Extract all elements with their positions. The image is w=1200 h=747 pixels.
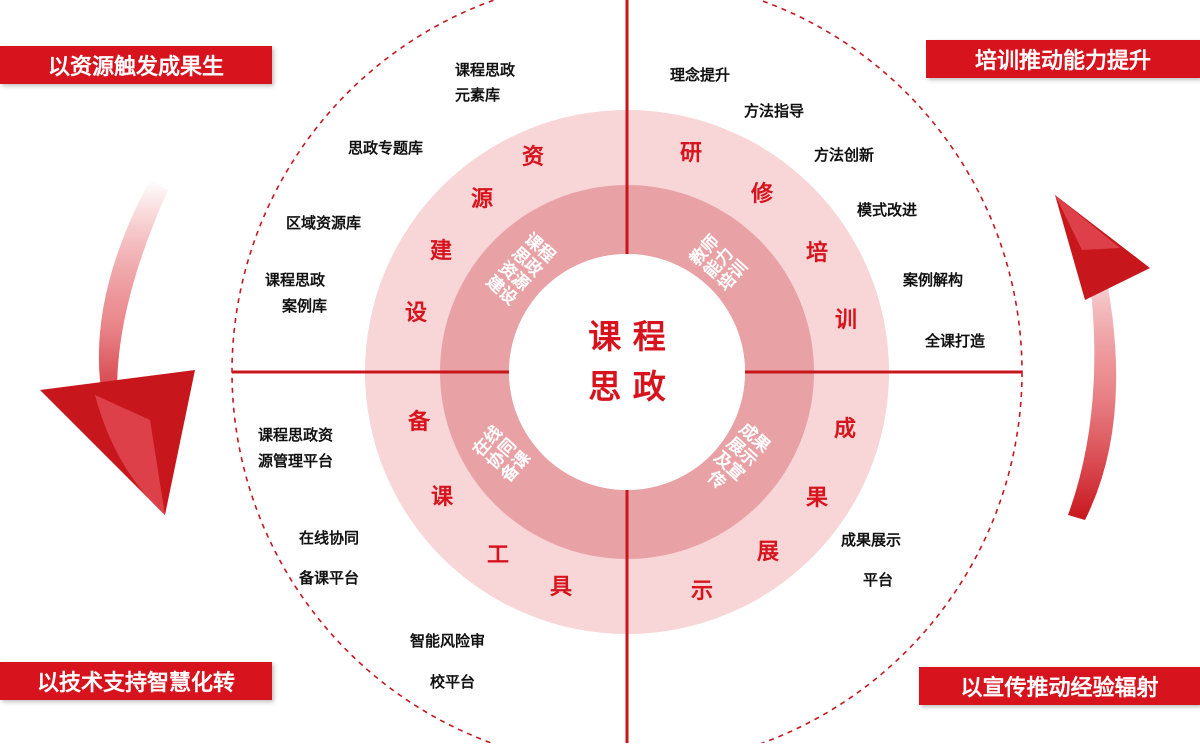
ring-char: 展 — [757, 540, 779, 565]
resource-item: 课程思政 — [455, 61, 516, 79]
curved-arrow-up-icon — [1055, 195, 1150, 520]
resource-item: 案例库 — [281, 297, 327, 315]
training-item: 模式改进 — [857, 201, 917, 219]
platform-item: 校平台 — [430, 673, 475, 691]
resource-item: 课程思政 — [265, 271, 326, 289]
ring-char: 修 — [750, 181, 774, 207]
banner-bottom-right: 以宣传推动经验辐射 — [919, 667, 1200, 705]
resource-item: 元素库 — [455, 86, 500, 104]
training-item: 理念提升 — [670, 66, 730, 84]
ring-char: 资 — [522, 145, 544, 170]
center-title-line1: 课 程 — [588, 317, 666, 356]
training-item: 案例解构 — [902, 271, 963, 289]
ring-char: 训 — [835, 308, 857, 333]
showcase-item: 成果展示 — [841, 531, 901, 549]
ring-char: 示 — [691, 579, 713, 604]
ring-char: 源 — [471, 187, 493, 212]
ring-char: 具 — [550, 575, 572, 600]
platform-item: 备课平台 — [298, 569, 359, 587]
resource-item: 思政专题库 — [348, 139, 423, 157]
platform-item: 课程思政资 — [258, 426, 333, 444]
banner-top-left: 以资源触发成果生 — [0, 46, 272, 84]
ring-char: 培 — [806, 240, 828, 266]
training-item: 全课打造 — [924, 332, 985, 350]
curved-arrow-down-icon — [40, 180, 195, 515]
banner-top-right: 培训推动能力提升 — [926, 40, 1200, 78]
center-title-line2: 思 政 — [588, 367, 666, 406]
ring-char: 设 — [405, 301, 427, 326]
training-item: 方法指导 — [744, 102, 804, 120]
platform-item: 源管理平台 — [258, 452, 333, 470]
ring-char: 果 — [806, 486, 828, 511]
showcase-item: 平台 — [863, 571, 893, 589]
ring-char: 备 — [407, 409, 431, 435]
training-item: 方法创新 — [814, 146, 874, 164]
resource-item: 区域资源库 — [286, 214, 361, 232]
ring-char: 工 — [487, 543, 509, 568]
platform-item: 在线协同 — [299, 529, 359, 547]
ring-char: 建 — [430, 239, 452, 264]
ring-char: 研 — [680, 141, 702, 166]
banner-bottom-left: 以技术支持智慧化转 — [0, 662, 272, 700]
platform-item: 智能风险审 — [410, 632, 485, 650]
ring-char: 课 — [431, 485, 454, 510]
ring-char: 成 — [834, 417, 856, 442]
